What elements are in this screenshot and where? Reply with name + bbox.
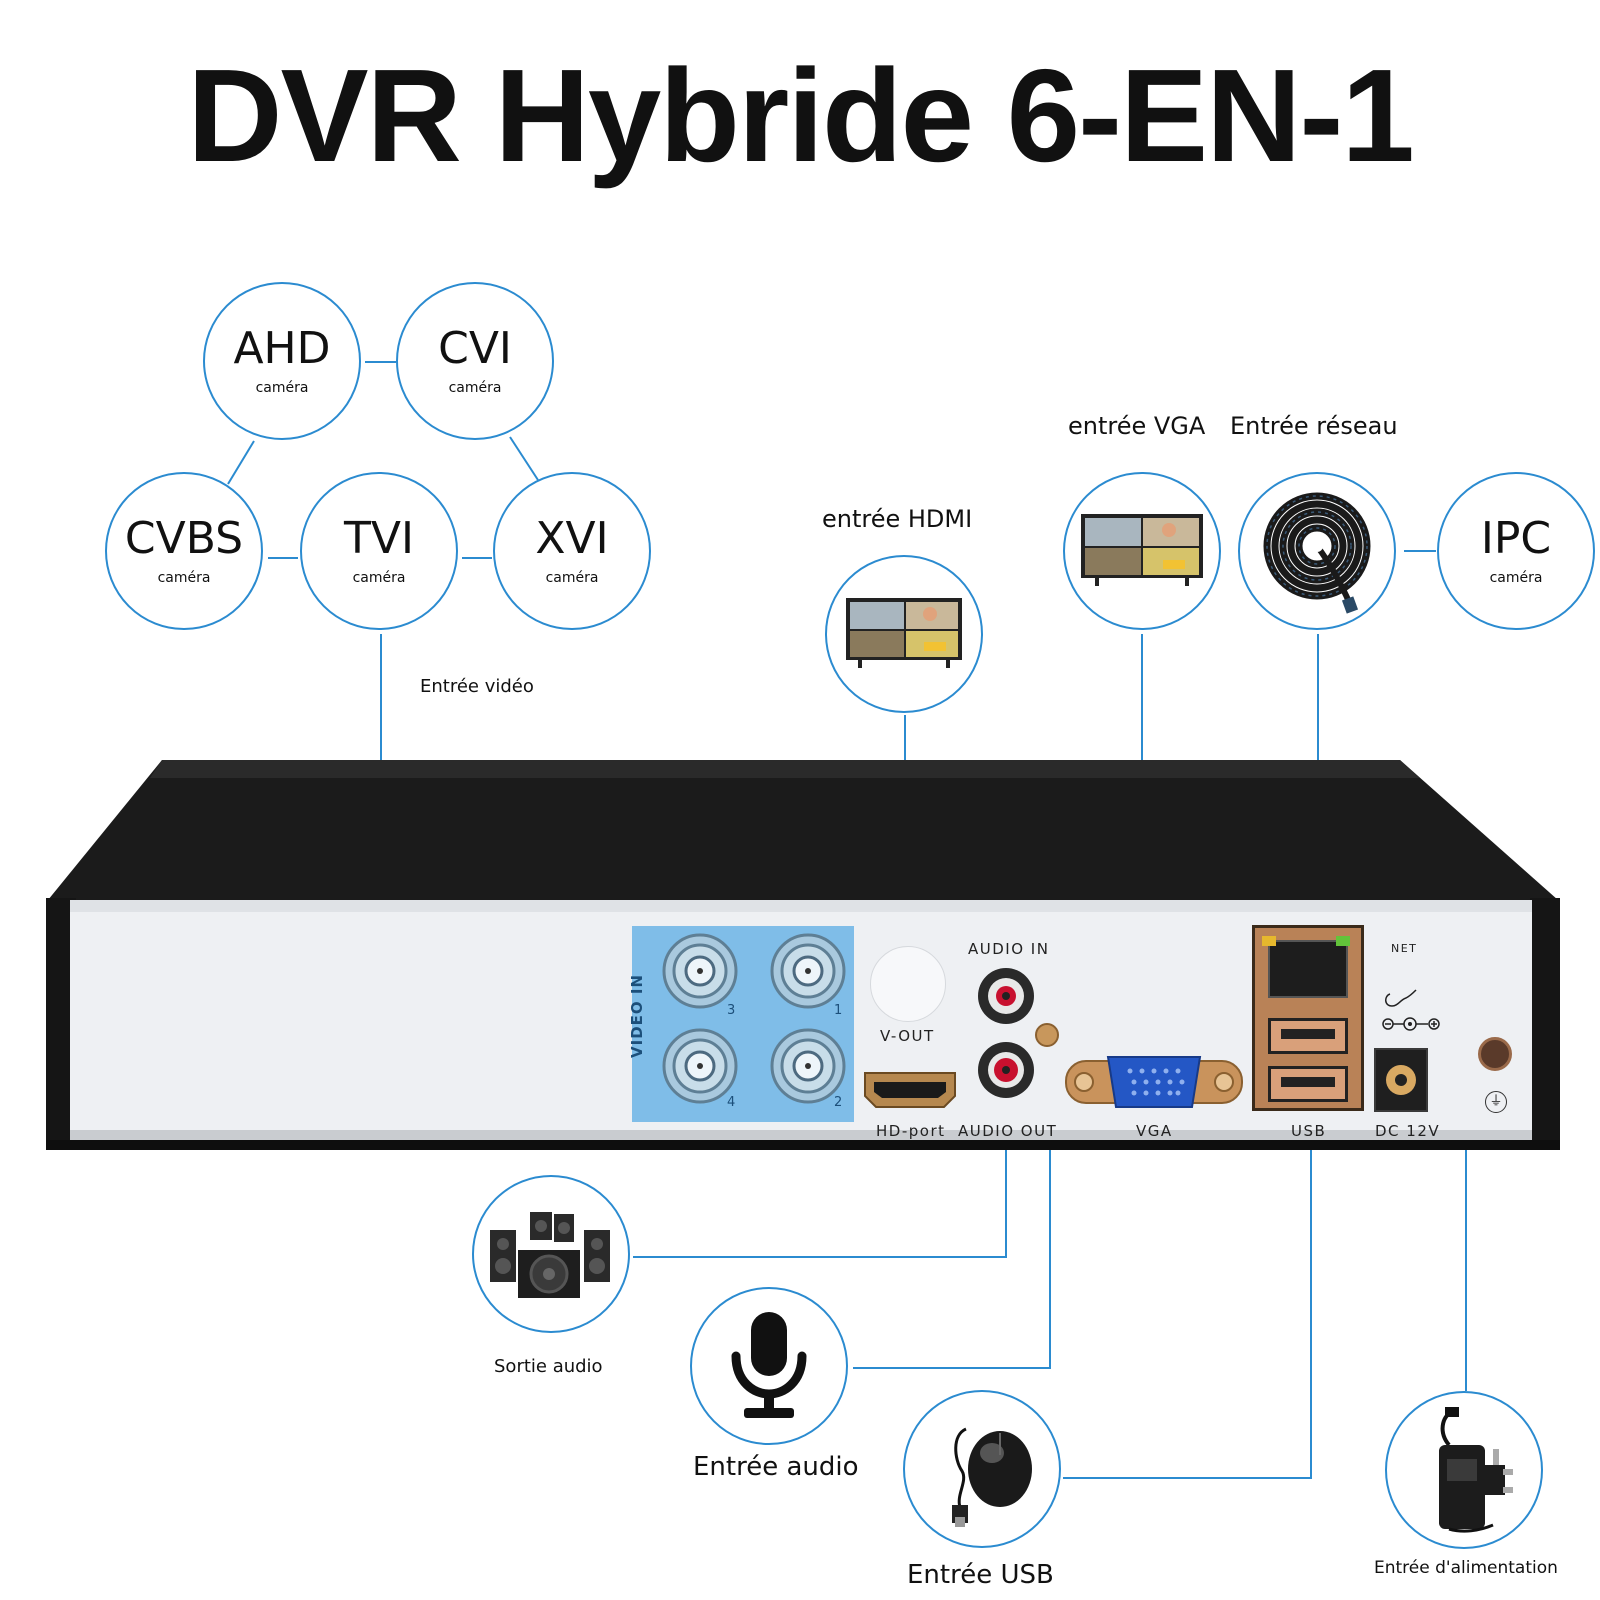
bnc-connector-1[interactable]	[770, 933, 846, 1013]
power-in-label: Entrée d'alimentation	[1374, 1558, 1558, 1578]
camera-ahd-label: AHD	[233, 323, 331, 374]
rca-jack-icon	[978, 1042, 1034, 1098]
rca-jack-icon	[978, 968, 1034, 1024]
camera-ahd-circle: AHD caméra	[203, 282, 361, 440]
bnc-number-1: 1	[834, 1003, 843, 1018]
bnc-connector-4[interactable]	[662, 1028, 738, 1108]
microphone-circle	[690, 1287, 848, 1445]
network-in-label: Entrée réseau	[1230, 412, 1398, 440]
audio-out-label: Sortie audio	[494, 1356, 603, 1377]
bnc-connector-2[interactable]	[770, 1028, 846, 1108]
camera-cvi-circle: CVI caméra	[396, 282, 554, 440]
dc-power-jack[interactable]	[1374, 1048, 1428, 1112]
camera-xvi-label: XVI	[535, 513, 609, 564]
bnc-icon	[770, 933, 846, 1009]
camera-ipc-sub: caméra	[1489, 570, 1543, 586]
vga-port-label: VGA	[1136, 1122, 1173, 1140]
bnc-number-2: 2	[834, 1095, 843, 1110]
power-adapter-icon	[1439, 1407, 1513, 1533]
bnc-icon	[662, 933, 738, 1009]
ethernet-port[interactable]	[1268, 940, 1348, 998]
polarity-icon	[1382, 989, 1440, 1031]
audio-in-port-label: AUDIO IN	[968, 940, 1050, 958]
network-cable-icon	[1263, 492, 1371, 614]
camera-tvi-label: TVI	[344, 513, 414, 564]
ethernet-led-yellow	[1262, 936, 1276, 946]
v-out-port[interactable]	[870, 946, 946, 1022]
usb-in-label: Entrée USB	[907, 1560, 1054, 1590]
hdmi-monitor-circle	[825, 555, 983, 713]
ground-icon: ⏚	[1485, 1091, 1507, 1113]
line-usb	[1063, 1095, 1312, 1479]
video-in-label: Entrée vidéo	[420, 676, 534, 697]
bnc-icon	[662, 1028, 738, 1104]
bnc-number-4: 4	[727, 1095, 736, 1110]
camera-cvbs-circle: CVBS caméra	[105, 472, 263, 630]
monitor-icon	[1081, 514, 1203, 586]
mouse-icon	[952, 1427, 1032, 1527]
vga-monitor-circle	[1063, 472, 1221, 630]
video-in-panel-label: VIDEO IN	[628, 974, 646, 1058]
speakers-icon	[490, 1212, 610, 1298]
vga-port-icon	[1065, 1056, 1243, 1108]
net-label: NET	[1391, 942, 1418, 955]
v-out-label: V-OUT	[880, 1027, 935, 1045]
speakers-circle	[472, 1175, 630, 1333]
line-ahd-cvbs	[227, 440, 255, 485]
camera-xvi-sub: caméra	[545, 570, 599, 586]
ethernet-led-green	[1336, 936, 1350, 946]
usb-port-label: USB	[1291, 1122, 1327, 1140]
ground-screw	[1478, 1037, 1512, 1071]
hdmi-in-label: entrée HDMI	[822, 505, 973, 533]
page-title: DVR Hybride 6-EN-1	[187, 42, 1415, 189]
audio-in-label: Entrée audio	[693, 1452, 859, 1482]
bnc-icon	[770, 1028, 846, 1104]
camera-ipc-label: IPC	[1480, 513, 1552, 564]
usb-port-1[interactable]	[1268, 1018, 1348, 1054]
dc-12v-label: DC 12V	[1375, 1122, 1441, 1140]
bnc-number-3: 3	[727, 1003, 736, 1018]
line-cvi-xvi	[509, 436, 539, 481]
audio-in-port[interactable]	[976, 966, 1036, 1030]
audio-out-port[interactable]	[976, 1040, 1036, 1104]
vga-port[interactable]	[1064, 1051, 1244, 1117]
hdmi-port[interactable]	[862, 1070, 958, 1114]
camera-cvi-sub: caméra	[448, 380, 502, 396]
camera-cvi-label: CVI	[438, 323, 512, 374]
camera-tvi-sub: caméra	[352, 570, 406, 586]
hdmi-port-icon	[864, 1072, 956, 1108]
audio-out-port-label: AUDIO OUT	[958, 1122, 1058, 1140]
screw	[1035, 1023, 1059, 1047]
vga-in-label: entrée VGA	[1068, 412, 1206, 440]
bnc-connector-3[interactable]	[662, 933, 738, 1013]
polarity-symbol	[1380, 986, 1444, 1040]
camera-tvi-circle: TVI caméra	[300, 472, 458, 630]
camera-ipc-circle: IPC caméra	[1437, 472, 1595, 630]
usb-port-2[interactable]	[1268, 1066, 1348, 1102]
monitor-icon	[846, 598, 962, 668]
camera-cvbs-label: CVBS	[124, 513, 244, 564]
mouse-circle	[903, 1390, 1061, 1548]
camera-ahd-sub: caméra	[255, 380, 309, 396]
camera-xvi-circle: XVI caméra	[493, 472, 651, 630]
microphone-icon	[731, 1312, 807, 1418]
network-cable-circle	[1238, 472, 1396, 630]
camera-cvbs-sub: caméra	[157, 570, 211, 586]
power-adapter-circle	[1385, 1391, 1543, 1549]
hd-port-label: HD-port	[876, 1122, 946, 1140]
